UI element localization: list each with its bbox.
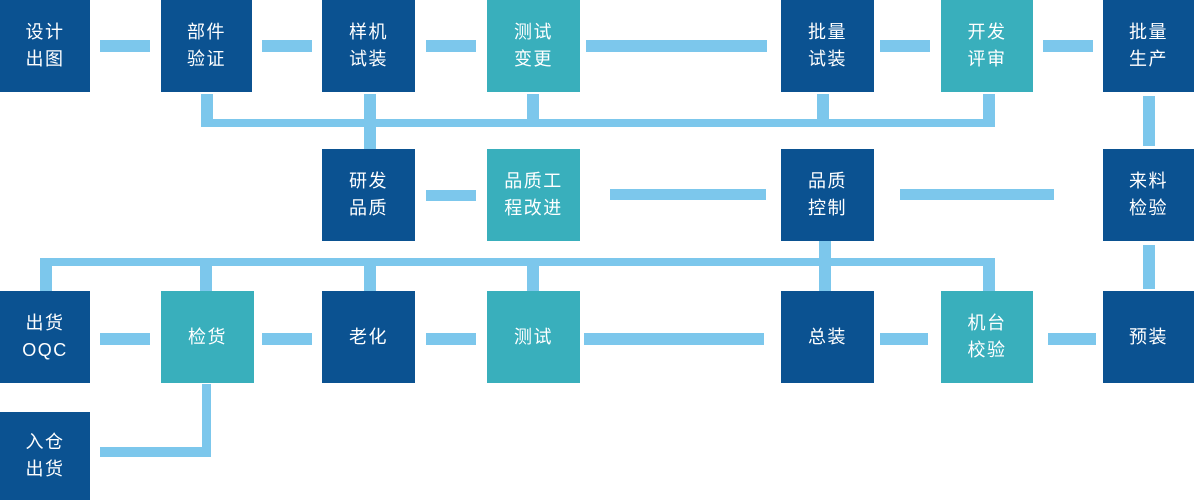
connector-stub-prototype-to-rd-quality bbox=[364, 94, 376, 149]
node-label: 出货 OQC bbox=[22, 313, 68, 360]
node-aging: 老化 bbox=[322, 291, 415, 383]
connector-dash bbox=[100, 333, 150, 345]
connector-dash bbox=[426, 333, 476, 345]
connector-line bbox=[900, 189, 1054, 200]
connector-line bbox=[610, 189, 766, 200]
connector-dash bbox=[880, 40, 930, 52]
node-batch-trial-assembly: 批量 试装 bbox=[781, 0, 874, 92]
connector-stub-aging bbox=[364, 258, 376, 291]
node-prototype-assembly: 样机 试装 bbox=[322, 0, 415, 92]
node-incoming-inspection: 来料 检验 bbox=[1103, 149, 1194, 241]
node-mass-production: 批量 生产 bbox=[1103, 0, 1194, 92]
connector-to-warehouse-shipment bbox=[100, 447, 211, 457]
node-development-review: 开发 评审 bbox=[941, 0, 1033, 92]
connector-stub-shipment-oqc bbox=[40, 258, 52, 291]
node-label: 测试 变更 bbox=[514, 22, 553, 69]
connector-middle-bus bbox=[40, 258, 995, 266]
connector-goods-inspection-down bbox=[202, 384, 211, 457]
connector-stub-machine-calibration bbox=[983, 258, 995, 291]
connector-dash bbox=[262, 333, 312, 345]
connector-stub-goods-inspection bbox=[200, 258, 212, 291]
node-final-assembly: 总装 bbox=[781, 291, 874, 383]
connector-dash bbox=[880, 333, 928, 345]
connector-dash bbox=[426, 190, 476, 201]
connector-stub-component-verification bbox=[201, 94, 213, 124]
node-label: 入仓 出货 bbox=[25, 432, 65, 479]
node-label: 批量 生产 bbox=[1129, 22, 1168, 69]
node-warehouse-shipment: 入仓 出货 bbox=[0, 412, 90, 500]
node-design-drawing: 设计 出图 bbox=[0, 0, 90, 92]
node-label: 设计 出图 bbox=[25, 22, 65, 69]
node-label: 机台 校验 bbox=[967, 313, 1007, 360]
connector-stub-test-change bbox=[527, 94, 539, 124]
node-label: 部件 验证 bbox=[187, 22, 226, 69]
node-goods-inspection: 检货 bbox=[161, 291, 254, 383]
node-machine-calibration: 机台 校验 bbox=[941, 291, 1033, 383]
connector-top-bus bbox=[201, 119, 995, 127]
connector-dash bbox=[1048, 333, 1096, 345]
node-label: 品质工 程改进 bbox=[504, 171, 563, 218]
connector-quality-control-to-final-assembly bbox=[819, 241, 831, 291]
connector-stub-testing bbox=[527, 258, 539, 291]
node-label: 来料 检验 bbox=[1129, 171, 1168, 218]
connector-dash bbox=[1043, 40, 1093, 52]
node-quality-control: 品质 控制 bbox=[781, 149, 874, 241]
node-pre-assembly: 预装 bbox=[1103, 291, 1194, 383]
connector-stub-development-review bbox=[983, 94, 995, 124]
node-shipment-oqc: 出货 OQC bbox=[0, 291, 90, 383]
node-label: 测试 bbox=[514, 326, 553, 347]
node-label: 总装 bbox=[808, 326, 847, 347]
connector-dash bbox=[100, 40, 150, 52]
node-label: 品质 控制 bbox=[808, 171, 847, 218]
node-component-verification: 部件 验证 bbox=[161, 0, 252, 92]
connector-line bbox=[584, 333, 764, 345]
node-label: 样机 试装 bbox=[349, 22, 388, 69]
connector-dash bbox=[426, 40, 476, 52]
node-quality-engineering-improvement: 品质工 程改进 bbox=[487, 149, 580, 241]
node-label: 开发 评审 bbox=[967, 22, 1007, 69]
connector-incoming-to-pre-assembly bbox=[1143, 245, 1155, 289]
node-label: 研发 品质 bbox=[349, 171, 388, 218]
node-rd-quality: 研发 品质 bbox=[322, 149, 415, 241]
node-label: 批量 试装 bbox=[808, 22, 847, 69]
node-label: 老化 bbox=[349, 326, 388, 347]
node-test-change: 测试 变更 bbox=[487, 0, 580, 92]
connector-stub-batch-trial bbox=[817, 94, 829, 124]
node-label: 预装 bbox=[1129, 326, 1168, 347]
node-testing: 测试 bbox=[487, 291, 580, 383]
connector-mass-production-to-incoming bbox=[1143, 96, 1155, 146]
node-label: 检货 bbox=[188, 326, 227, 347]
connector-line bbox=[586, 40, 767, 52]
connector-dash bbox=[262, 40, 312, 52]
